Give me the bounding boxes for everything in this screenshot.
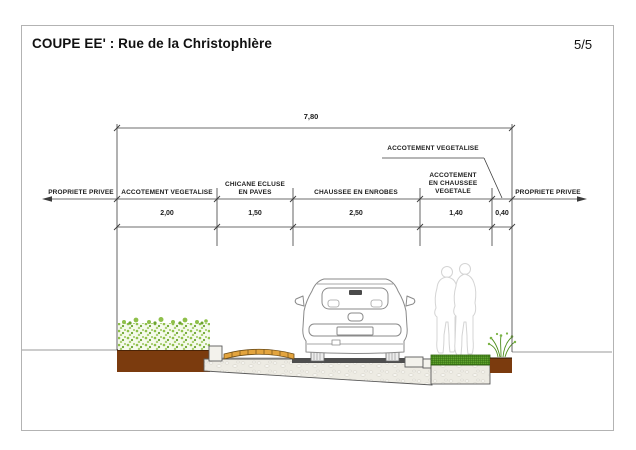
right-gutter [404, 356, 424, 368]
dim-value-strip: 0,40 [495, 210, 509, 217]
dimension-ticks [113, 124, 516, 231]
label-green-shoulder: ACCOTEMENT EN CHAUSSEE VEGETALE [428, 172, 478, 195]
dim-value-chicane: 1,50 [248, 210, 262, 217]
right-soil-and-shrub [487, 332, 517, 373]
car-license-plate [336, 326, 374, 336]
car-hatch-handle [347, 312, 364, 322]
car-right-mirror [405, 295, 416, 307]
page-title: COUPE EE' : Rue de la Christophlère [32, 36, 273, 51]
car-brake-light [349, 290, 362, 295]
right-arrowhead [577, 196, 587, 202]
total-width-dimension: 7,80 [303, 112, 319, 121]
page-number: 5/5 [574, 37, 593, 52]
callout-label-verge: ACCOTEMENT VEGETALISE [387, 145, 479, 152]
chicane-pavers [223, 348, 295, 360]
label-private-property-right: PROPRIETE PRIVEE [515, 189, 581, 196]
label-chicane-pavers: CHICANE ECLUSE EN PAVES [225, 181, 285, 196]
asphalt-surface [292, 358, 411, 363]
grass-pavers-strip [430, 354, 491, 366]
roadway-structure [203, 345, 491, 386]
dim-value-road: 2,50 [349, 210, 363, 217]
right-foundation [430, 364, 491, 385]
dimension-lines [42, 124, 587, 352]
dim-value-green-shoulder: 1,40 [449, 210, 463, 217]
left-arrowhead [42, 196, 52, 202]
car-rear-view [294, 278, 416, 362]
label-private-property-left: PROPRIETE PRIVEE [48, 189, 114, 196]
dim-value-verge: 2,00 [160, 210, 174, 217]
pedestrian-silhouettes [434, 263, 477, 356]
label-vegetated-verge: ACCOTEMENT VEGETALISE [121, 189, 213, 196]
car-left-mirror [294, 295, 305, 307]
callout-leader-line [382, 157, 503, 199]
ground-lines [22, 349, 612, 353]
left-curb [208, 345, 223, 362]
label-asphalt-road: CHAUSSEE EN ENROBES [314, 189, 398, 196]
left-soil-and-vegetation [117, 317, 210, 372]
